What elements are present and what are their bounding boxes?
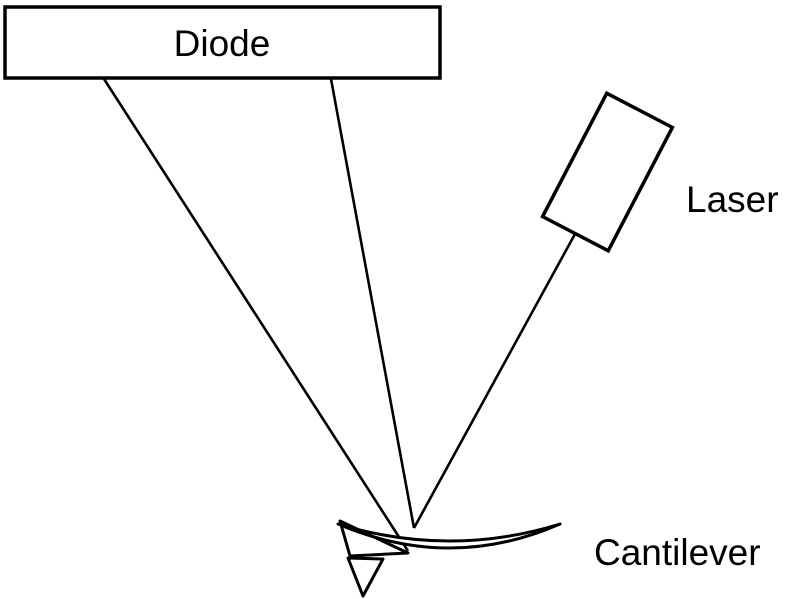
reflected-beam-left-line (102, 78, 410, 552)
cantilever-beam-shape (336, 522, 562, 550)
cantilever-label: Cantilever (594, 532, 761, 573)
cantilever-support-triangle (338, 519, 410, 558)
laser-beam-line (412, 233, 577, 529)
laser-box (540, 90, 675, 254)
laser-label: Laser (686, 179, 779, 220)
diode-label: Diode (174, 23, 271, 64)
diode-box (3, 5, 442, 80)
reflected-beam-right-line (329, 78, 416, 529)
probe-tip-triangle (346, 556, 385, 598)
